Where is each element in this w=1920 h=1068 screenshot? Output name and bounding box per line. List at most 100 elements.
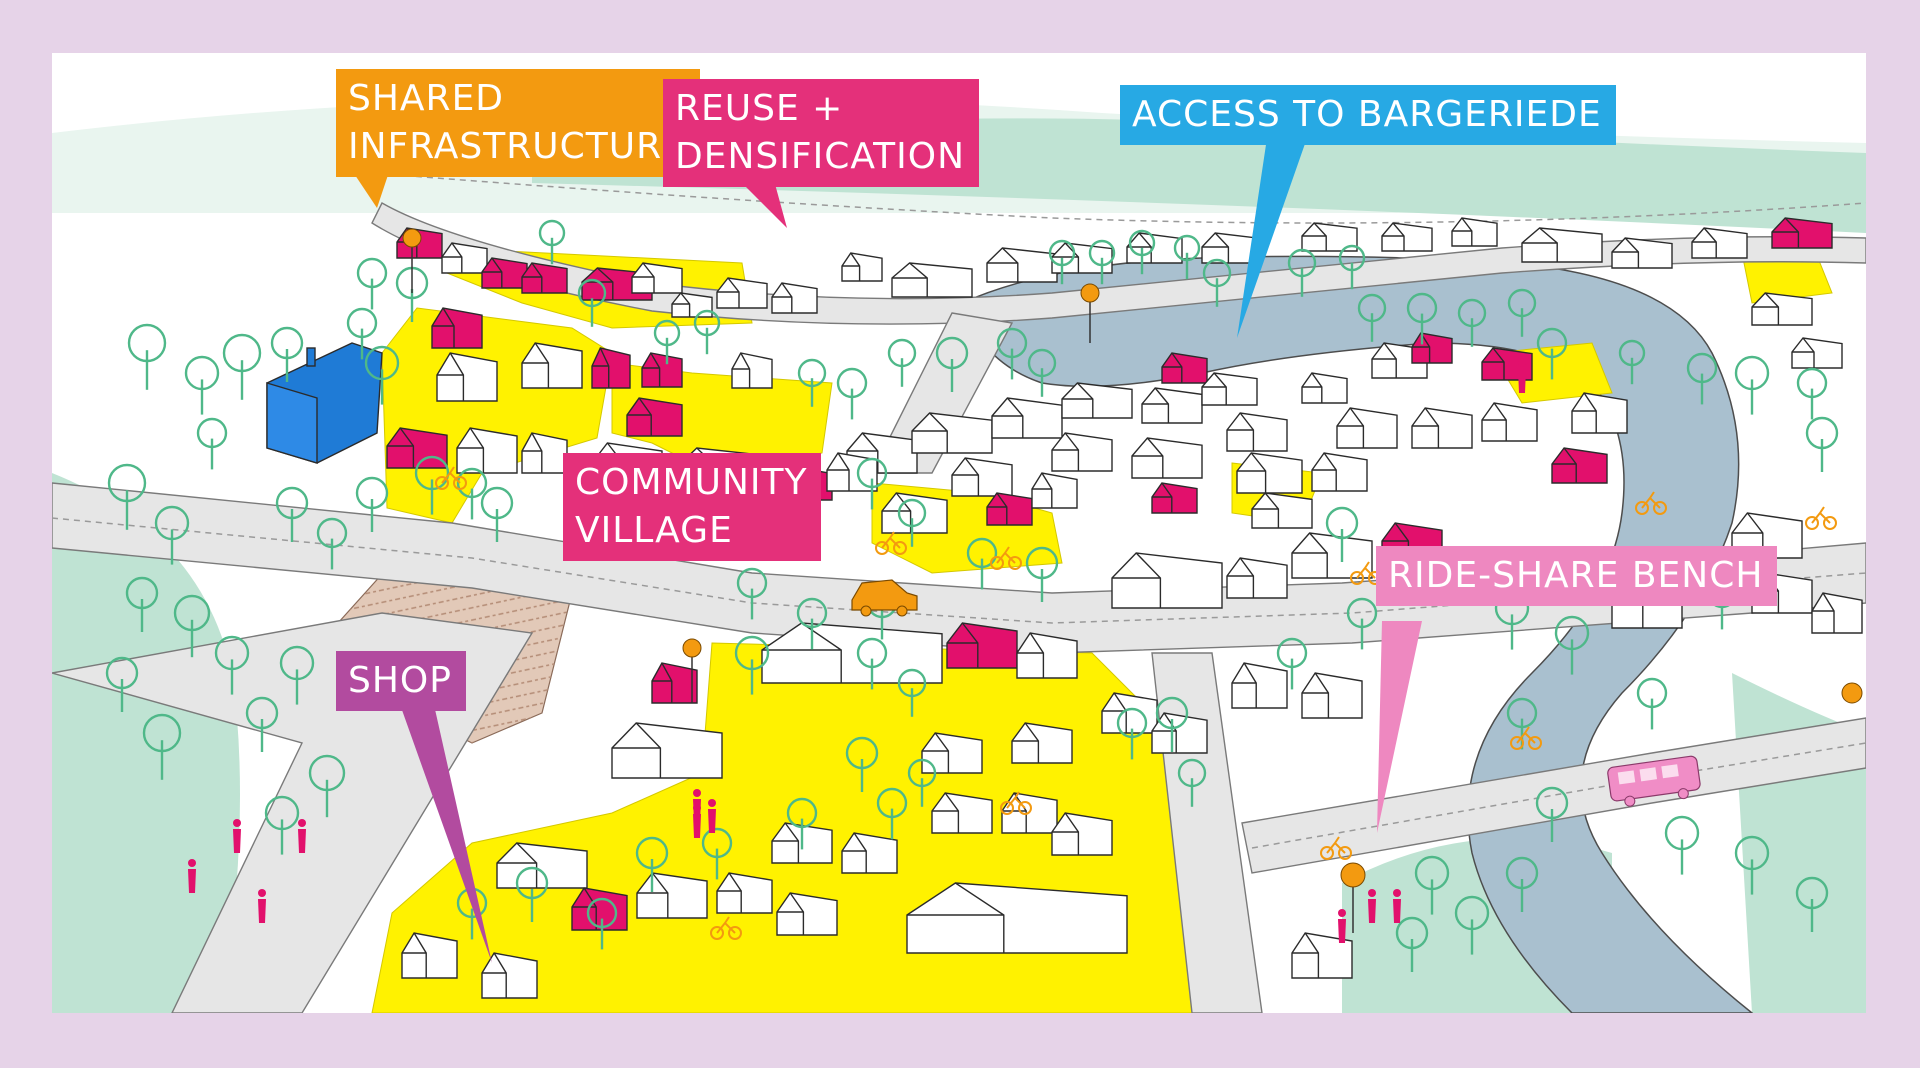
ride-share-bench-callout: RIDE-SHARE BENCH xyxy=(1376,546,1778,606)
tree xyxy=(693,309,721,355)
tree xyxy=(1128,229,1156,275)
tree xyxy=(245,696,279,752)
house xyxy=(401,932,458,979)
tree xyxy=(1048,239,1076,285)
tree xyxy=(1507,288,1537,337)
tree xyxy=(1406,292,1438,345)
house xyxy=(1791,337,1843,369)
house xyxy=(771,282,818,314)
person-icon xyxy=(693,804,701,838)
tree xyxy=(701,827,733,880)
house xyxy=(1451,217,1498,247)
tree xyxy=(1414,855,1450,915)
bus-stop-icons xyxy=(402,228,1863,933)
house xyxy=(1551,447,1608,484)
tree xyxy=(125,576,159,632)
callout-line: RIDE-SHARE BENCH xyxy=(1388,555,1764,596)
bus-icon xyxy=(1607,755,1701,807)
tree xyxy=(653,319,681,365)
tree xyxy=(1202,258,1232,307)
house xyxy=(1811,592,1863,634)
tree xyxy=(222,333,262,400)
tree xyxy=(1346,597,1378,650)
bicycle-icon xyxy=(875,531,907,555)
house xyxy=(431,307,483,349)
tree xyxy=(142,713,182,780)
tree xyxy=(127,323,167,390)
house xyxy=(631,262,683,294)
person-icon xyxy=(708,799,716,833)
house xyxy=(1301,372,1348,404)
house xyxy=(1481,402,1538,442)
bus-stop-icon xyxy=(1841,682,1863,704)
tree xyxy=(184,355,220,415)
house xyxy=(1051,432,1113,472)
house xyxy=(481,952,538,999)
callout-line: INFRASTRUCTURE xyxy=(348,126,686,167)
tree xyxy=(1287,248,1317,297)
tree xyxy=(586,897,618,950)
house xyxy=(891,262,973,298)
person-icons xyxy=(188,359,1526,943)
tree xyxy=(897,668,927,717)
tree xyxy=(797,358,827,407)
tree xyxy=(480,486,514,542)
tree xyxy=(1173,234,1201,280)
house xyxy=(1611,237,1673,269)
callout-line: COMMUNITY xyxy=(575,462,808,503)
tree xyxy=(107,463,147,530)
blue-building xyxy=(266,342,383,464)
house xyxy=(1051,812,1113,856)
house xyxy=(651,662,698,704)
tree xyxy=(856,637,888,690)
house xyxy=(521,342,583,389)
person-icon xyxy=(1393,889,1401,923)
tree xyxy=(1357,293,1387,342)
tree xyxy=(264,795,300,855)
house xyxy=(716,277,768,309)
person-icon xyxy=(1518,359,1526,393)
village-map xyxy=(52,97,1866,1013)
house xyxy=(1771,217,1833,249)
house xyxy=(1226,557,1288,599)
tree xyxy=(538,219,566,265)
house xyxy=(841,832,898,874)
bicycle-icons xyxy=(435,466,1837,940)
house xyxy=(1521,227,1603,263)
person-icon xyxy=(1338,909,1346,943)
tree xyxy=(1457,298,1487,347)
house xyxy=(951,457,1013,497)
house xyxy=(1291,532,1373,579)
house xyxy=(986,492,1033,526)
house xyxy=(1571,392,1628,434)
house xyxy=(456,427,518,474)
house xyxy=(1141,387,1203,424)
person-icon xyxy=(233,819,241,853)
tree xyxy=(876,787,908,840)
house xyxy=(611,722,723,779)
house xyxy=(946,622,1018,669)
house xyxy=(991,397,1063,439)
house xyxy=(626,397,683,437)
tree xyxy=(897,498,927,547)
tree xyxy=(1734,355,1770,415)
house xyxy=(716,872,773,914)
tree xyxy=(515,866,549,922)
house xyxy=(1311,452,1368,492)
person-icon xyxy=(1368,889,1376,923)
callout-line: SHOP xyxy=(348,660,452,701)
callout-line: DENSIFICATION xyxy=(675,136,966,177)
tree xyxy=(1276,637,1308,690)
house xyxy=(436,352,498,402)
car-icon xyxy=(851,579,918,617)
callout-pointers xyxy=(347,138,1422,963)
shared-infrastructure-callout: SHARED INFRASTRUCTURE xyxy=(336,69,700,177)
house xyxy=(776,892,838,936)
house xyxy=(1016,632,1078,679)
house xyxy=(1201,372,1258,406)
tree xyxy=(356,257,388,310)
house xyxy=(521,262,568,294)
house xyxy=(1301,222,1358,252)
house xyxy=(441,242,488,274)
tree xyxy=(887,338,917,387)
